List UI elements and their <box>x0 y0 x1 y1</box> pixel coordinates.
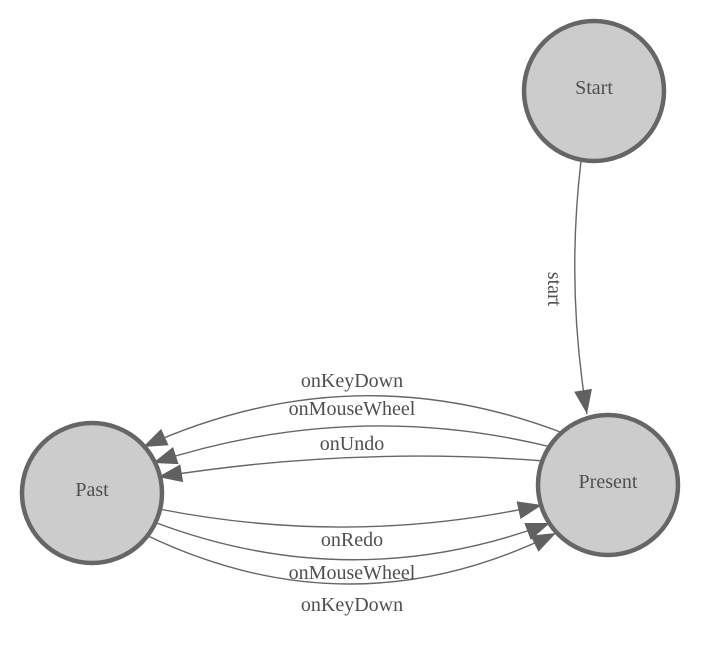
node-past: Past <box>19 420 165 566</box>
edge-present-to-past-onkeydown <box>142 395 564 448</box>
node-start: Start <box>521 18 667 164</box>
edge-label-onkeydown-bottom: onKeyDown <box>301 594 403 616</box>
edge-present-to-past-onmousewheel <box>152 425 552 465</box>
edge-label-onmousewheel-bottom: onMouseWheel <box>289 562 416 584</box>
node-present: Present <box>535 412 681 558</box>
edge-past-to-present-onredo <box>158 501 543 528</box>
edge-label-start: start <box>543 272 565 307</box>
edge-start-to-present <box>574 160 592 415</box>
edge-label-onundo: onUndo <box>320 433 384 455</box>
node-past-shape <box>19 420 165 566</box>
node-present-shape <box>535 412 681 558</box>
node-present-label: Present <box>579 471 638 493</box>
edge-label-group: start onKeyDown onMouseWheel onUndo onRe… <box>289 272 565 616</box>
edge-label-onmousewheel-top: onMouseWheel <box>289 398 416 420</box>
node-start-shape <box>521 18 667 164</box>
node-past-label: Past <box>75 479 109 501</box>
edge-past-to-present-onkeydown <box>145 532 557 585</box>
edge-group <box>142 160 592 585</box>
edge-label-onkeydown-top: onKeyDown <box>301 370 403 392</box>
edge-present-to-past-onundo <box>157 455 545 483</box>
edge-label-onredo: onRedo <box>321 529 383 551</box>
node-start-label: Start <box>575 77 613 99</box>
edge-past-to-present-onmousewheel <box>153 521 551 561</box>
